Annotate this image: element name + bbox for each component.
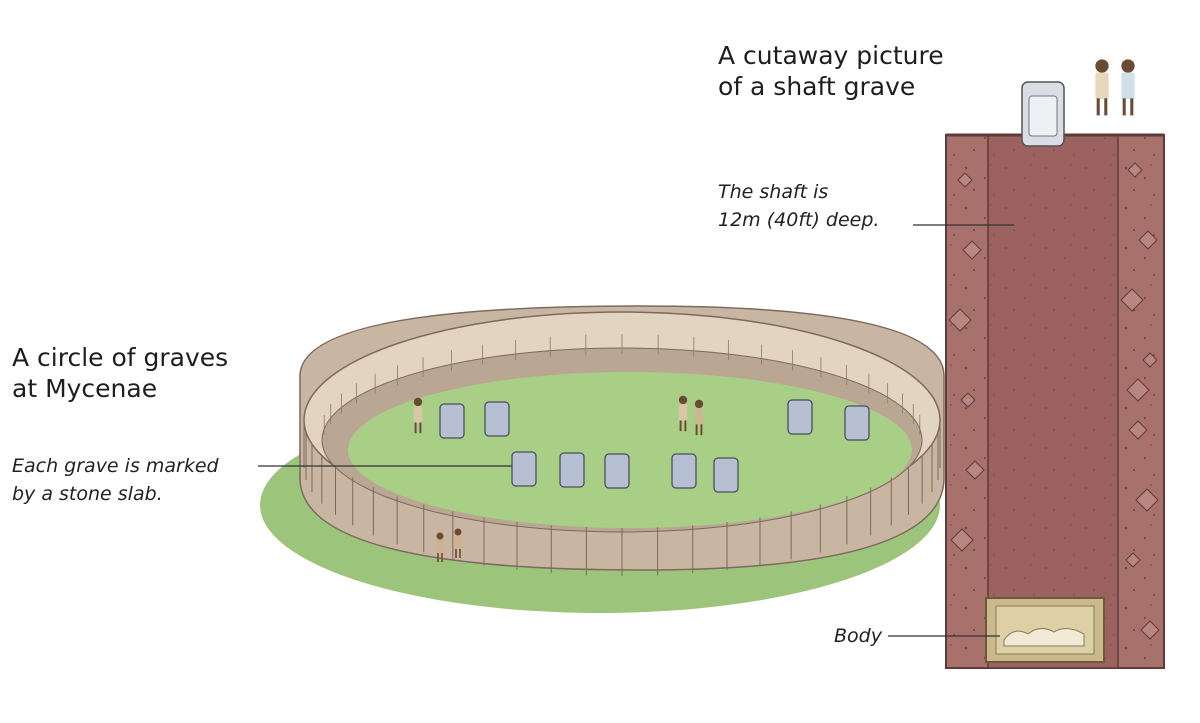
circle-title-line-2: at Mycenae [12, 374, 158, 403]
visitors [413, 395, 704, 562]
tombstone-icon [604, 453, 630, 489]
cutaway-title: A cutaway picture of a shaft grave [718, 40, 944, 102]
rock-icon [1128, 420, 1148, 440]
tombstones [439, 399, 870, 493]
tombstone-icon [671, 453, 697, 489]
people-on-top [1095, 59, 1135, 116]
rock-icon [1125, 552, 1141, 568]
human-figure-icon [413, 397, 423, 434]
body-label: Body [834, 625, 882, 647]
body-remains [1003, 628, 1085, 647]
human-figure-icon [436, 532, 444, 562]
grave-marker-note: Each grave is marked by a stone slab. [12, 452, 219, 508]
tombstone-icon [844, 405, 870, 441]
human-figure-icon [454, 528, 462, 558]
cutaway-title-line-1: A cutaway picture [718, 41, 944, 70]
rock-icon [1138, 230, 1158, 250]
tombstone-icon [511, 451, 537, 487]
human-figure-icon [678, 395, 688, 432]
grave-marker-line-1: Each grave is marked [12, 455, 219, 477]
rock-icon [957, 172, 973, 188]
rock-icon [965, 460, 985, 480]
wall-slab-joints [303, 334, 941, 576]
rock-icon [948, 308, 972, 332]
rock-icon [1120, 288, 1144, 312]
grave-circle [260, 305, 945, 613]
tombstone-icon [439, 403, 465, 439]
rock-icon [1142, 352, 1158, 368]
rock-icon [1127, 162, 1143, 178]
rock-icon [960, 392, 976, 408]
cutaway-title-line-2: of a shaft grave [718, 72, 916, 101]
grave-marker-line-2: by a stone slab. [12, 483, 163, 505]
shaft-depth-line-1: The shaft is [718, 181, 829, 203]
human-figure-icon [694, 399, 704, 436]
rock-icon [1126, 378, 1150, 402]
rock-icon [1140, 620, 1160, 640]
shaft-texture [988, 135, 1118, 668]
circle-title: A circle of graves at Mycenae [12, 342, 228, 404]
tombstone-icon [713, 457, 739, 493]
rock-icon [1135, 488, 1159, 512]
shaft-depth-line-2: 12m (40ft) deep. [718, 209, 880, 231]
human-figure-icon [1095, 59, 1109, 116]
inner-lawn [348, 372, 912, 528]
embedded-rocks [948, 162, 1160, 640]
rock-icon [950, 528, 974, 552]
tombstone-icon [787, 399, 813, 435]
human-figure-icon [1121, 59, 1135, 116]
circle-title-line-1: A circle of graves [12, 343, 229, 372]
shaft-cutaway [945, 59, 1165, 669]
stele-carving [1028, 95, 1058, 137]
rock-icon [962, 240, 982, 260]
leader-lines [258, 224, 1014, 637]
tombstone-icon [559, 452, 585, 488]
shaft-depth-note: The shaft is 12m (40ft) deep. [718, 178, 879, 234]
tombstone-icon [484, 401, 510, 437]
